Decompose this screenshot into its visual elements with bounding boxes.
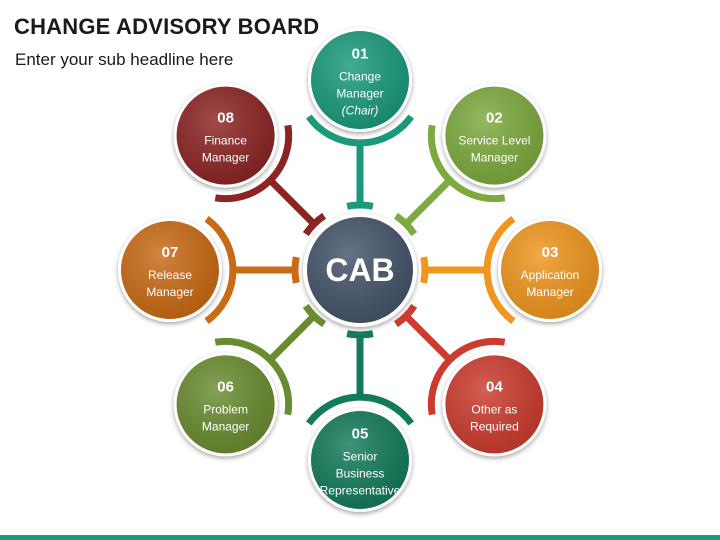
connector-08 (214, 124, 327, 237)
connector-02 (393, 124, 506, 237)
node-label: Other as (471, 402, 517, 416)
node-number: 02 (486, 110, 503, 127)
connector-07 (204, 215, 300, 325)
connector-06 (214, 303, 327, 416)
node-label: Change (339, 70, 381, 84)
node-label-italic: (Chair) (342, 104, 379, 118)
node-label: Problem (203, 402, 248, 416)
node-label: Finance (204, 134, 247, 148)
node-label: Manager (471, 151, 518, 165)
connector-04 (393, 303, 506, 416)
center-node: CAB (303, 213, 417, 327)
node-label: Required (470, 419, 519, 433)
connector-03 (420, 215, 516, 325)
node-label: Application (521, 268, 580, 282)
node-number: 01 (352, 46, 369, 63)
center-label: CAB (325, 252, 394, 288)
node-number: 03 (542, 244, 559, 261)
node-label: Manager (146, 285, 193, 299)
node-number: 04 (486, 378, 503, 395)
connector-05 (305, 330, 415, 426)
connector-01 (305, 114, 415, 210)
page-title: CHANGE ADVISORY BOARD (14, 14, 320, 39)
node-label: Manager (202, 419, 249, 433)
node-label: Business (336, 467, 385, 481)
node-label: Release (148, 268, 192, 282)
node-label: Manager (336, 87, 383, 101)
page-subtitle: Enter your sub headline here (15, 50, 234, 69)
node-number: 07 (162, 244, 179, 261)
node-number: 06 (217, 378, 234, 395)
node-label: Manager (526, 285, 573, 299)
node-number: 08 (217, 110, 234, 127)
node-label: Service Level (458, 134, 530, 148)
node-label: Manager (202, 151, 249, 165)
node-label: Senior (343, 450, 378, 464)
node-number: 05 (352, 426, 369, 443)
node-label: Representative (320, 484, 401, 498)
bottom-accent-bar (0, 535, 720, 540)
